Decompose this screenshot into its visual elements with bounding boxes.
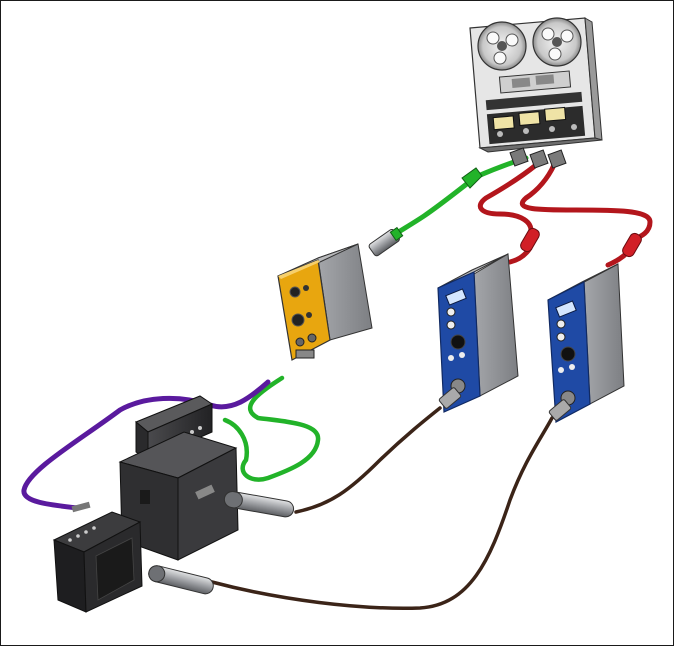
blue-preamp-module-2 xyxy=(547,263,625,423)
microphone-2 xyxy=(148,565,214,595)
combo-amp-knobs xyxy=(68,526,96,542)
purple-cable xyxy=(21,379,271,511)
reel-to-reel-tape-recorder xyxy=(469,17,603,169)
green-xlr-connectors xyxy=(368,167,483,257)
red-cable-1 xyxy=(477,162,539,238)
brown-cable-2 xyxy=(210,416,554,610)
red-cable-2 xyxy=(519,162,653,243)
green-cable-lower xyxy=(222,375,321,482)
blue-preamp-module-1 xyxy=(437,253,519,413)
red-connectors xyxy=(520,227,642,258)
reel-right-icon xyxy=(532,17,582,67)
microphone-1 xyxy=(223,490,295,518)
reel-left-icon xyxy=(477,21,527,71)
yellow-preamp-module xyxy=(277,243,373,361)
vu-meters xyxy=(486,105,586,145)
tape-input-connectors xyxy=(509,147,567,169)
brown-cable-1 xyxy=(294,406,442,514)
combo-amp xyxy=(52,501,143,613)
